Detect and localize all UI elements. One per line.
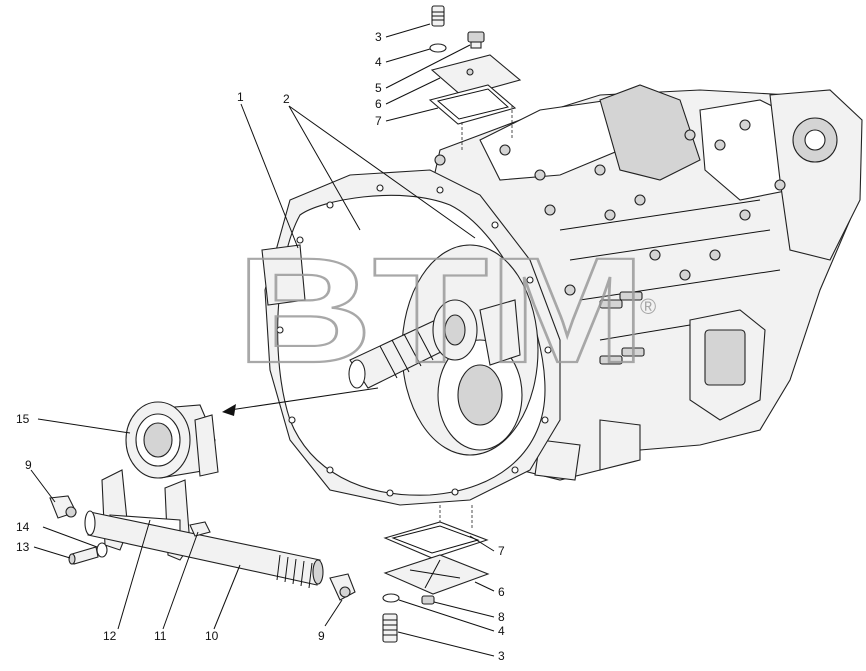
callout-9-bottom: 9 bbox=[318, 629, 325, 643]
callout-4-top: 4 bbox=[375, 55, 382, 69]
arrow-head bbox=[222, 404, 236, 416]
part-13-screw bbox=[68, 546, 99, 565]
leader-lines bbox=[30, 23, 495, 657]
part-15-release-bearing bbox=[125, 401, 219, 479]
callout-10: 10 bbox=[205, 629, 219, 643]
watermark-text: BTM bbox=[236, 226, 646, 394]
callout-8: 8 bbox=[498, 610, 505, 624]
top-cover-parts bbox=[428, 5, 522, 150]
housing-bolts bbox=[434, 119, 786, 296]
callout-6-top: 6 bbox=[375, 97, 382, 111]
part-3-bolt-bottom bbox=[382, 613, 398, 643]
callout-12: 12 bbox=[103, 629, 117, 643]
callout-6-bottom: 6 bbox=[498, 585, 505, 599]
callout-5: 5 bbox=[375, 81, 382, 95]
callout-7-bottom: 7 bbox=[498, 544, 505, 558]
part-9-grease-fitting-bottom bbox=[329, 573, 356, 601]
callout-1: 1 bbox=[237, 90, 244, 104]
callout-13: 13 bbox=[16, 540, 30, 554]
callout-7-top: 7 bbox=[375, 114, 382, 128]
callout-2: 2 bbox=[283, 92, 290, 106]
watermark-registered-mark: ® bbox=[640, 294, 656, 319]
part-3-bolt-top bbox=[431, 5, 445, 27]
part-4-washer-bottom bbox=[382, 593, 400, 603]
part-6-cover-plate-bottom bbox=[383, 554, 490, 595]
callout-labels: 3 4 5 6 7 1 2 15 9 14 13 12 11 10 9 7 6 … bbox=[16, 30, 505, 663]
callout-9-left: 9 bbox=[25, 458, 32, 472]
input-shaft bbox=[348, 299, 478, 389]
part-11-key bbox=[189, 521, 211, 537]
part-14-washer bbox=[96, 542, 108, 558]
bottom-cover-parts bbox=[382, 505, 490, 643]
callout-11: 11 bbox=[154, 629, 167, 643]
callout-14: 14 bbox=[16, 520, 30, 534]
part-5-plug bbox=[467, 31, 485, 49]
callout-15: 15 bbox=[16, 412, 30, 426]
release-assembly-parts bbox=[49, 387, 379, 601]
callout-4-bottom: 4 bbox=[498, 624, 505, 638]
callout-3-top: 3 bbox=[375, 30, 382, 44]
watermark-logo: BTM ® bbox=[235, 225, 656, 395]
exploded-direction-arrow bbox=[229, 387, 379, 411]
gearbox-assembly bbox=[261, 84, 863, 506]
callout-3-bottom: 3 bbox=[498, 649, 505, 663]
part-10-shaft bbox=[84, 510, 324, 589]
bell-housing-bolt-holes bbox=[276, 184, 552, 497]
part-8-plug bbox=[421, 595, 435, 605]
part-9-grease-fitting-left bbox=[49, 495, 77, 519]
part-4-washer-top bbox=[429, 43, 447, 53]
part-7-gasket-bottom bbox=[383, 521, 489, 559]
part-6-cover-plate-top bbox=[430, 54, 522, 97]
